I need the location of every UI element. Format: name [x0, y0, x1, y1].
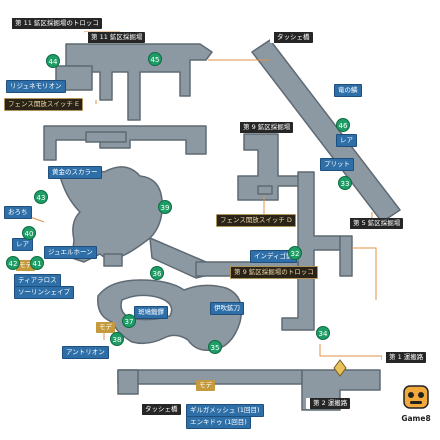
area9-floor: [237, 133, 303, 201]
label-rare-left: レア: [12, 238, 33, 251]
marker-39[interactable]: 39: [158, 200, 172, 214]
label-enkidu-1: エンキドゥ (1回目): [186, 416, 251, 429]
west-corridor: [43, 125, 207, 161]
game8-logo-text: Game8: [401, 414, 431, 423]
label-mode-left: モデ: [16, 260, 35, 271]
label-ryu-no-ha: 竜の鱗: [334, 84, 362, 97]
label-area5-site: 第 5 鉱区採掘場: [346, 218, 404, 229]
label-area9-site: 第 9 鉱区採掘場: [236, 122, 294, 133]
label-area9-trolley: 第 9 鉱区採掘場のトロッコ: [230, 266, 318, 279]
marker-32[interactable]: 32: [288, 246, 302, 260]
area9-pillar: [257, 185, 273, 195]
label-rare-right: レア: [336, 134, 357, 147]
marker-40[interactable]: 40: [22, 226, 36, 240]
marker-43[interactable]: 43: [34, 190, 48, 204]
marker-35[interactable]: 35: [208, 340, 222, 354]
label-area2-road: 第 2 運搬路: [306, 398, 351, 409]
label-area11-site: 第 11 鉱区採掘場: [84, 32, 146, 43]
label-sirin-shade: ソーリンシェイプ: [14, 286, 74, 299]
label-mode-bottom: モデ: [196, 380, 215, 391]
label-tassie-bridge-bottom: タッシェ橋: [138, 404, 181, 415]
game8-mascot-icon: [403, 385, 429, 409]
marker-34[interactable]: 34: [316, 326, 330, 340]
marker-45[interactable]: 45: [148, 52, 162, 66]
game8-logo: Game8: [394, 382, 438, 432]
label-ibuki-ore: 伊吹鉱刀: [210, 302, 244, 315]
line-bottom-right: [342, 355, 383, 360]
marker-37[interactable]: 37: [122, 314, 136, 328]
marker-33[interactable]: 33: [338, 176, 352, 190]
save-crystal: [333, 359, 347, 377]
floor-layer: [43, 39, 401, 411]
label-rijunemorion: リジュネモリオン: [6, 80, 66, 93]
marker-41[interactable]: 41: [30, 256, 44, 270]
marker-42[interactable]: 42: [6, 256, 20, 270]
marker-46[interactable]: 46: [336, 118, 350, 132]
marker-36[interactable]: 36: [150, 266, 164, 280]
label-antorion: アントリオン: [62, 346, 109, 359]
label-area1-entrance: 第 1 運搬路: [382, 352, 427, 363]
line-bottom-center: [319, 344, 342, 357]
marker-44[interactable]: 44: [46, 54, 60, 68]
label-fence-switch-e: フェンス開放スイッチ E: [4, 98, 84, 111]
line-east: [352, 247, 377, 300]
junction-box: [85, 131, 127, 143]
east-branch: [339, 235, 353, 277]
label-area11-trolley: 第 11 鉱区採掘場のトロッコ: [8, 18, 102, 29]
label-orochi: おろち: [4, 206, 32, 219]
central-corridor: [281, 171, 341, 331]
area11-left-room: [55, 65, 93, 91]
label-fence-switch-d: フェンス開放スイッチ D: [216, 214, 296, 227]
label-jewelhorn: ジュエルホーン: [44, 246, 97, 259]
label-tassie-bridge-top: タッシェ橋: [270, 32, 313, 43]
label-prit: プリット: [320, 158, 354, 171]
cave-exit: [103, 253, 123, 267]
marker-38[interactable]: 38: [110, 332, 124, 346]
label-golden-scarab: 黄金のスカラー: [48, 166, 102, 179]
cave-upper: [59, 166, 163, 263]
bottom-left-room: [117, 369, 139, 395]
label-mottled-ore: 斑鳩鍛鐸: [134, 306, 168, 319]
label-mode-mid: モデ: [96, 322, 115, 333]
